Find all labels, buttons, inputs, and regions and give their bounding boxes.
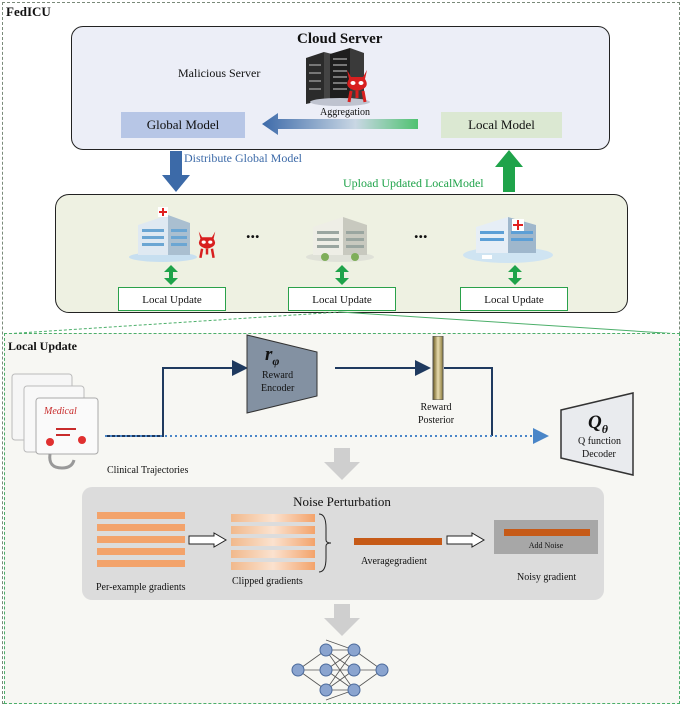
- noisy-gradient-label: Noisy gradient: [517, 572, 577, 583]
- aggregation-arrow: [262, 113, 418, 135]
- frame-title: FedICU: [6, 4, 51, 19]
- reward-posterior-bar: [432, 336, 444, 400]
- reward-encoder-label: Encoder: [261, 383, 295, 394]
- upload-label: Upload Updated LocalModel: [343, 176, 484, 190]
- devil-icon: [347, 70, 367, 103]
- add-noise-label: Add Noise: [528, 541, 564, 550]
- clinical-trajectories-label: Clinical Trajectories: [107, 465, 189, 476]
- medical-card-icon: [11, 373, 99, 470]
- average-bar: [354, 538, 442, 545]
- upload-arrow: [495, 150, 523, 192]
- aggregation-label: Aggregation: [320, 107, 370, 118]
- local-update-box: Local Update: [460, 287, 568, 311]
- neural-network-icon: [291, 639, 389, 701]
- reward-encoder-shape: [246, 334, 318, 414]
- reward-posterior-label: Reward: [420, 402, 452, 413]
- q-decoder-label: Decoder: [582, 449, 616, 460]
- clip-arrow: [188, 532, 227, 548]
- noise-arrow: [446, 532, 485, 548]
- sync-arrow-icon: [508, 265, 522, 285]
- down-arrow: [324, 604, 360, 636]
- ellipsis: ...: [246, 222, 260, 242]
- sync-arrow-icon: [335, 265, 349, 285]
- noisy-gradient-box: [494, 520, 598, 554]
- down-arrow: [324, 448, 360, 480]
- distribute-arrow: [162, 151, 190, 192]
- sync-arrow-icon: [164, 265, 178, 285]
- local-update-box: Local Update: [118, 287, 226, 311]
- hospital-icon: [306, 217, 374, 262]
- devil-icon: [198, 231, 216, 259]
- cloud-server-title: Cloud Server: [297, 31, 383, 47]
- average-label: Averagegradient: [361, 556, 427, 567]
- reward-encoder-symbol: rφ: [265, 344, 280, 368]
- global-model-box: Global Model: [121, 112, 245, 138]
- hospital-icon: [129, 207, 197, 262]
- q-decoder-symbol: Qθ: [588, 412, 608, 436]
- hospital-icon: [463, 217, 553, 263]
- q-decoder-label: Q function: [578, 436, 622, 447]
- per-example-gradients: [97, 512, 185, 567]
- malicious-server-label: Malicious Server: [178, 66, 261, 80]
- reward-encoder-label: Reward: [262, 370, 294, 381]
- reward-posterior-label: Posterior: [417, 415, 455, 426]
- clipped-label: Clipped gradients: [232, 576, 303, 587]
- zoom-lines: [3, 311, 681, 335]
- card-logo: Medical: [44, 406, 77, 417]
- local-model-box: Local Model: [441, 112, 562, 138]
- clipped-gradients: [231, 513, 332, 573]
- q-decoder-shape: [560, 392, 634, 476]
- distribute-label: Distribute Global Model: [184, 151, 302, 165]
- server-rack-icon: [306, 48, 370, 106]
- local-update-title: Local Update: [8, 339, 77, 353]
- ellipsis: ...: [414, 222, 428, 242]
- noise-perturbation-title: Noise Perturbation: [293, 494, 391, 509]
- local-update-box: Local Update: [288, 287, 396, 311]
- per-example-label: Per-example gradients: [96, 582, 186, 593]
